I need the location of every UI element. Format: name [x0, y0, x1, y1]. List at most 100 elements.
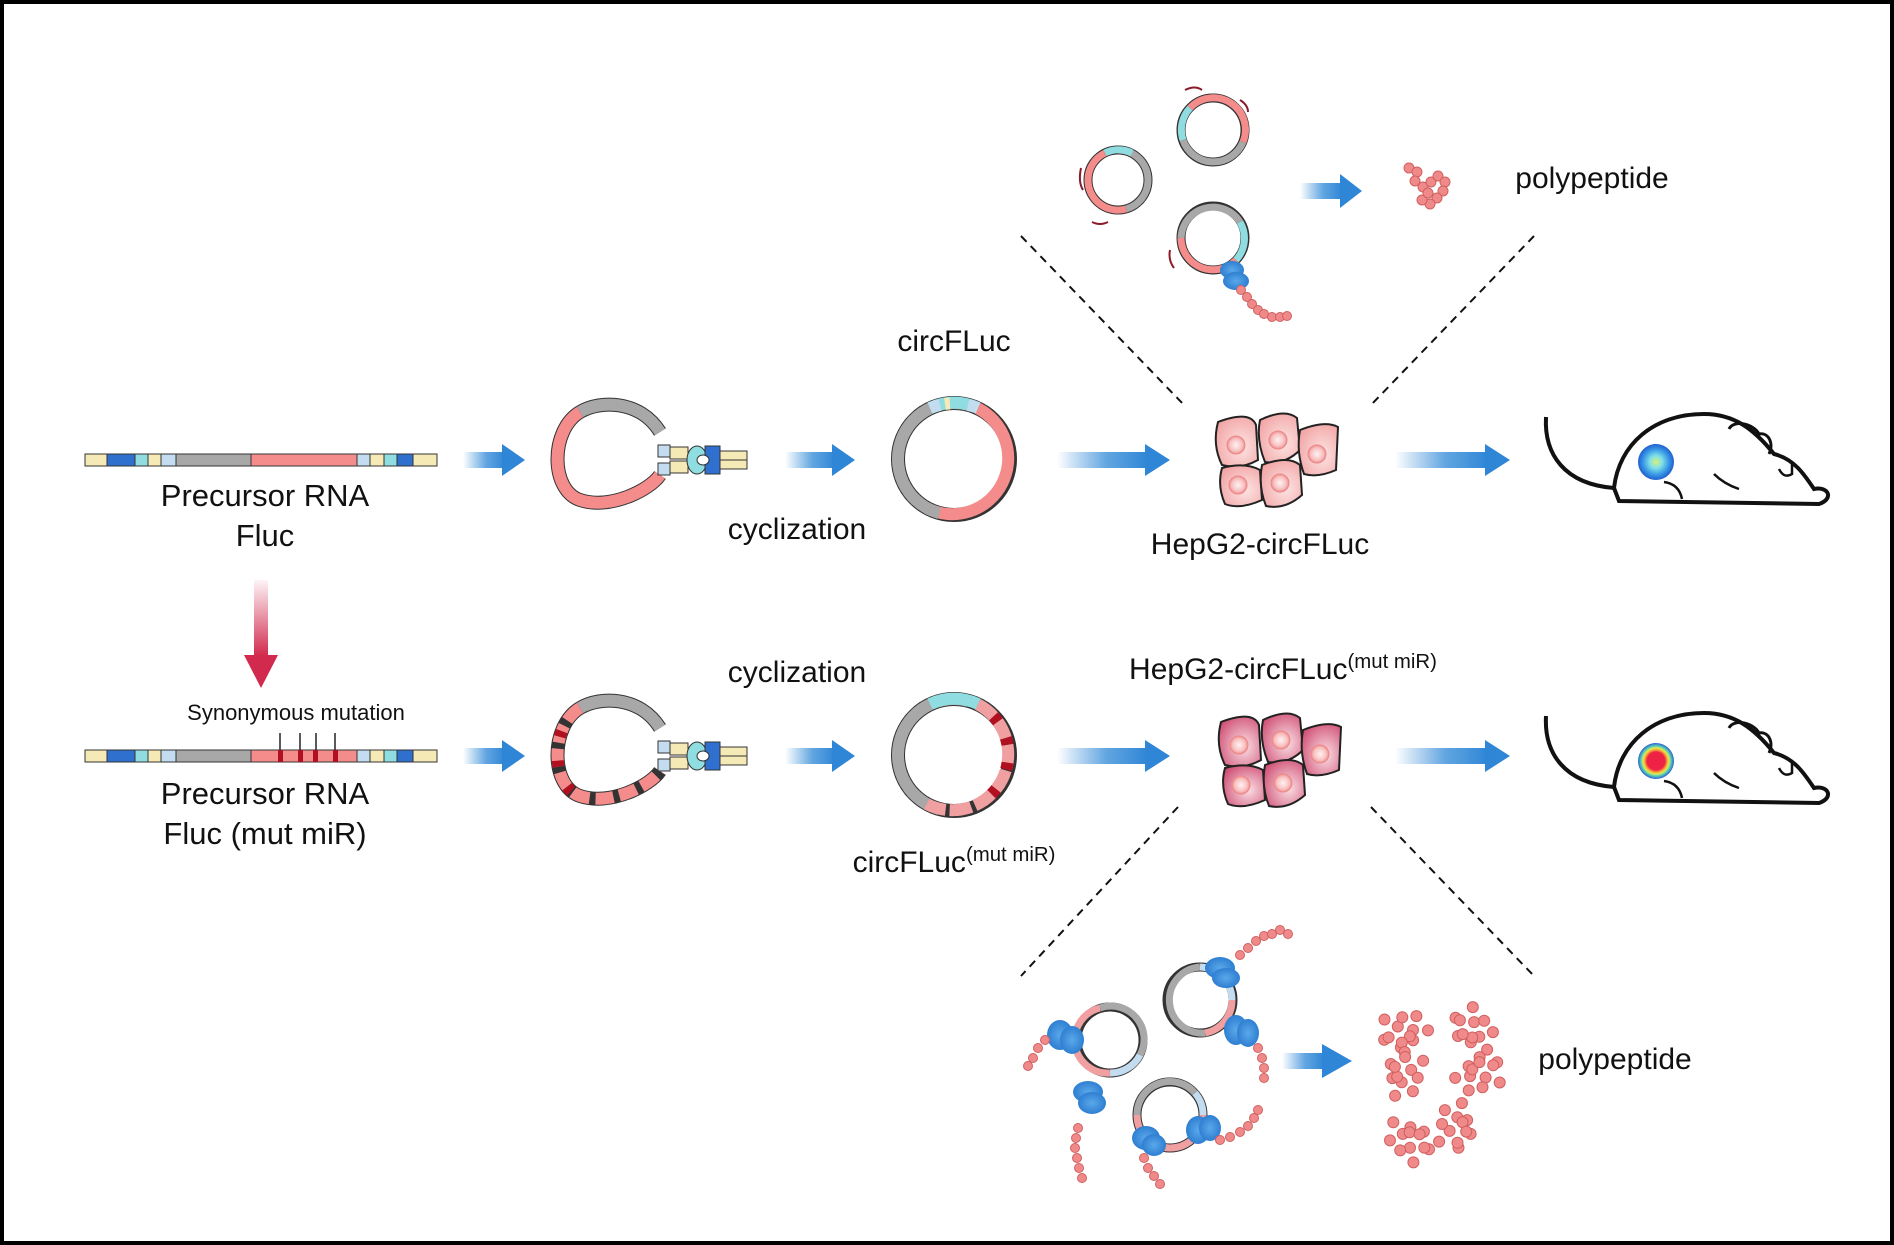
polypeptide-bead: [1389, 1089, 1402, 1102]
polypeptide-cluster-icon: [1378, 1001, 1506, 1169]
flow-arrow-icon: [463, 740, 525, 772]
polypeptide-bead: [1411, 1071, 1424, 1084]
hairpin-loop-icon: [550, 397, 748, 510]
inset-guide-line: [1370, 806, 1535, 977]
flow-arrow-icon: [1300, 174, 1362, 208]
flow-arrow-icon: [1057, 740, 1170, 772]
flow-arrow-icon: [1395, 740, 1510, 772]
cell-label-wt: HepG2-circFLuc: [1151, 530, 1369, 560]
polypeptide-bead: [1391, 1070, 1404, 1083]
precursor-label-mut-line2: Fluc (mut miR): [163, 816, 367, 851]
cell-label-text: HepG2-circFLuc: [1129, 653, 1348, 687]
flow-arrow-icon: [785, 444, 855, 476]
hairpin-loop-icon: [550, 693, 748, 806]
polypeptide-bead: [1406, 1085, 1419, 1098]
inset-translation-wt: [1078, 86, 1292, 322]
circrna-label-mut: circFLuc(mut miR): [853, 845, 1056, 878]
polypeptide-bead: [1417, 1054, 1430, 1067]
polypeptide-bead: [1394, 1144, 1407, 1157]
polypeptide-bead: [1460, 1125, 1473, 1138]
circular-rna-icon: [1078, 145, 1153, 225]
polypeptide-icon: [1403, 162, 1451, 210]
polypeptide-bead: [1399, 1051, 1412, 1063]
polypeptide-bead: [1413, 1128, 1426, 1141]
circular-rna-icon: [1071, 1002, 1148, 1078]
polypeptide-bead: [1387, 1116, 1400, 1129]
polypeptide-label-mut: polypeptide: [1538, 1043, 1692, 1076]
mutation-arrow-icon: [244, 580, 278, 688]
circrna-label-wt: circFLuc: [897, 327, 1010, 357]
polypeptide-bead: [1443, 1124, 1456, 1137]
polypeptide-bead: [1396, 1011, 1409, 1024]
polypeptide-bead: [1453, 1014, 1466, 1027]
polypeptide-bead: [1382, 1031, 1395, 1044]
polypeptide-bead: [1468, 1016, 1481, 1029]
polypeptide-chain: [1023, 925, 1293, 1189]
polypeptide-bead: [1481, 1043, 1494, 1056]
precursor-label-mut-line1: Precursor RNA: [160, 776, 370, 811]
polypeptide-bead: [1407, 1156, 1420, 1169]
precursor-rna-bar-mut: [84, 733, 438, 763]
hepg2-cells-icon: [1214, 412, 1340, 508]
mouse-icon: [1543, 710, 1830, 806]
precursor-rna-bar-wt: [84, 453, 438, 467]
circrna-label-superscript: (mut miR): [965, 844, 1056, 866]
precursor-label-wt-line2: Fluc: [235, 518, 295, 553]
polypeptide-bead: [1436, 1118, 1448, 1130]
polypeptide-chain: [1236, 285, 1292, 322]
polypeptide-bead: [1493, 1076, 1506, 1089]
circular-rna-icon: [1168, 201, 1250, 275]
polypeptide-bead: [1466, 1001, 1479, 1014]
inset-translation-mut: [1023, 925, 1293, 1189]
flow-arrow-icon: [785, 740, 855, 772]
cell-label-superscript: (mut miR): [1347, 651, 1437, 673]
polypeptide-bead: [1418, 1141, 1431, 1154]
polypeptide-bead: [1451, 1136, 1464, 1149]
flow-arrow-icon: [1282, 1044, 1352, 1078]
polypeptide-label-wt: polypeptide: [1515, 162, 1669, 195]
polypeptide-bead: [1478, 1014, 1491, 1027]
cell-label-text: HepG2-circFLuc: [1150, 528, 1370, 561]
bioluminescence-signal-high: [1638, 743, 1674, 779]
polypeptide-bead: [1462, 1084, 1475, 1097]
mouse-icon: [1543, 411, 1830, 507]
inset-guide-line: [1370, 235, 1535, 406]
polypeptide-bead: [1403, 1030, 1416, 1043]
ribosome-icon: [1220, 261, 1249, 290]
cyclization-label-wt: cyclization: [727, 513, 867, 546]
polypeptide-bead: [1433, 1135, 1446, 1148]
circular-rna-icon: [1176, 86, 1250, 167]
polypeptide-bead: [1486, 1026, 1499, 1039]
cell-label-mut: HepG2-circFLuc(mut miR): [1129, 652, 1437, 685]
circrna-label-text: circFLuc: [852, 846, 966, 880]
polypeptide-bead: [1449, 1071, 1462, 1084]
polypeptide-bead: [1378, 1013, 1391, 1026]
hepg2-cells-mut-icon: [1217, 712, 1343, 808]
polypeptide-bead: [1456, 1028, 1469, 1041]
cyclization-label-mut: cyclization: [727, 656, 867, 689]
circrna-label-text: circFLuc: [897, 325, 1011, 358]
circular-rna-mut-icon: [891, 692, 1017, 818]
precursor-label-wt-line1: Precursor RNA: [160, 478, 370, 513]
polypeptide-bead: [1476, 1081, 1489, 1094]
polypeptide-bead: [1422, 1024, 1434, 1037]
polypeptide-bead: [1403, 1126, 1416, 1139]
polypeptide-bead: [1405, 1063, 1418, 1076]
bioluminescence-signal-low: [1638, 444, 1674, 480]
flow-arrow-icon: [463, 444, 525, 476]
polypeptide-bead: [1466, 1063, 1479, 1076]
inset-guide-line: [1020, 235, 1185, 406]
polypeptide-bead: [1388, 1060, 1401, 1073]
flow-arrow-icon: [1395, 444, 1510, 476]
synonymous-mutation-label: Synonymous mutation: [187, 700, 405, 725]
flow-arrow-icon: [1057, 444, 1170, 476]
circular-rna-icon: [891, 396, 1017, 522]
polypeptide-bead: [1438, 1104, 1451, 1117]
polypeptide-bead: [1404, 1141, 1416, 1154]
polypeptide-bead: [1487, 1059, 1500, 1072]
ribosome-icon: [1047, 957, 1259, 1156]
polypeptide-bead: [1384, 1134, 1396, 1147]
polypeptide-bead: [1410, 1010, 1423, 1023]
polypeptide-bead: [1473, 1056, 1486, 1069]
